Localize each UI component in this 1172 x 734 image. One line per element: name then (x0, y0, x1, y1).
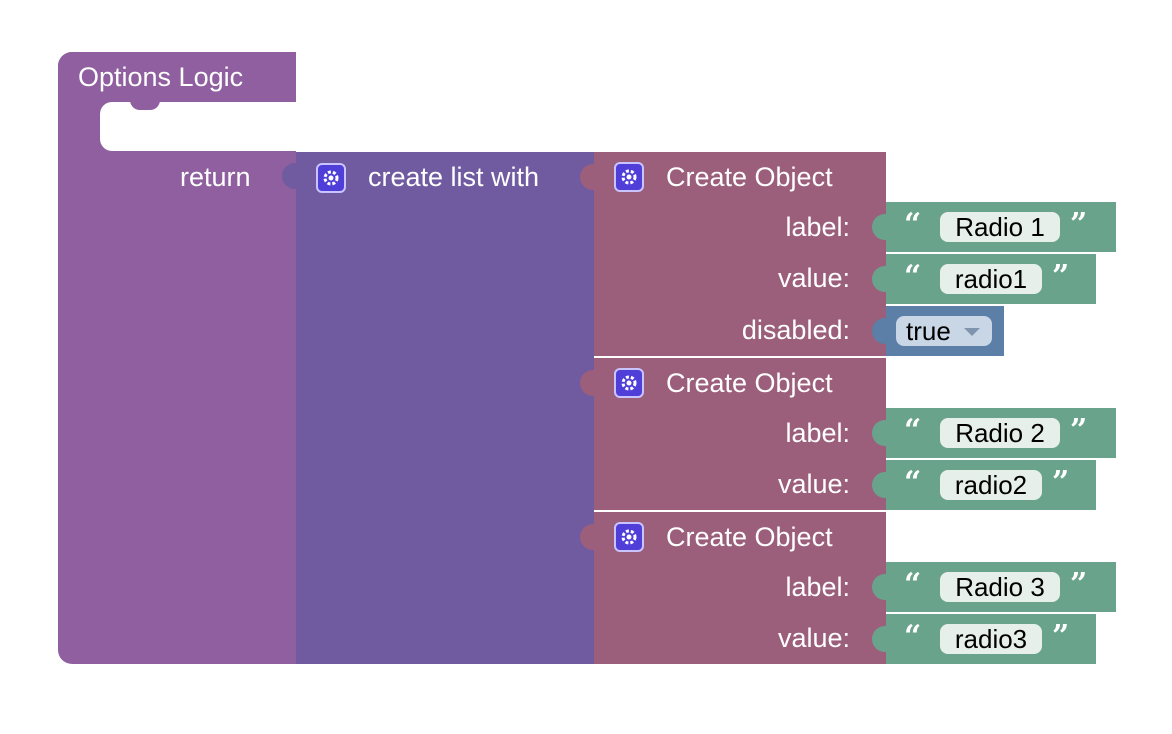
close-quote-icon: ” (1052, 619, 1070, 654)
statement-slot (100, 102, 300, 151)
text-value-field[interactable]: Radio 3 (940, 572, 1060, 602)
create-object-title: Create Object (666, 368, 833, 398)
open-quote-icon: “ (904, 207, 922, 242)
text-output-notch (872, 626, 886, 652)
text-block[interactable]: “ Radio 3 ” (886, 562, 1116, 612)
text-value-field[interactable]: Radio 1 (940, 212, 1060, 242)
text-block[interactable]: “ radio2 ” (886, 460, 1096, 510)
close-quote-icon: ” (1052, 259, 1070, 294)
gear-icon[interactable] (614, 522, 644, 552)
text-block[interactable]: “ radio3 ” (886, 614, 1096, 664)
close-quote-icon: ” (1070, 413, 1088, 448)
text-output-notch (872, 214, 886, 240)
text-block[interactable]: “ Radio 2 ” (886, 408, 1116, 458)
field-label: label: (785, 418, 850, 448)
close-quote-icon: ” (1070, 567, 1088, 602)
text-output-notch (872, 266, 886, 292)
field-label: label: (785, 212, 850, 242)
field-label: value: (777, 469, 850, 499)
close-quote-icon: ” (1070, 207, 1088, 242)
create-object-title: Create Object (666, 162, 833, 192)
text-output-notch (872, 472, 886, 498)
gear-icon[interactable] (614, 368, 644, 398)
create-object-block[interactable]: Create Object label: value: disabled: (594, 152, 886, 356)
open-quote-icon: “ (904, 259, 922, 294)
create-object-block[interactable]: Create Object label: value: (594, 512, 886, 664)
field-label: label: (785, 572, 850, 602)
text-block[interactable]: “ Radio 1 ” (886, 202, 1116, 252)
gear-icon[interactable] (316, 163, 346, 193)
text-value-field[interactable]: radio1 (940, 264, 1042, 294)
text-value-field[interactable]: radio3 (940, 624, 1042, 654)
create-list-block[interactable]: create list with (296, 152, 594, 664)
text-block[interactable]: “ radio1 ” (886, 254, 1096, 304)
open-quote-icon: “ (904, 619, 922, 654)
text-value-field[interactable]: radio2 (940, 470, 1042, 500)
procedure-title: Options Logic (78, 62, 244, 92)
boolean-output-notch (872, 318, 886, 344)
boolean-dropdown[interactable]: true (896, 316, 992, 346)
open-quote-icon: “ (904, 413, 922, 448)
dropdown-arrow-icon (964, 328, 980, 336)
field-label: value: (777, 623, 850, 653)
text-value-field[interactable]: Radio 2 (940, 418, 1060, 448)
statement-slot-notch (130, 100, 160, 110)
create-object-title: Create Object (666, 522, 833, 552)
create-object-block[interactable]: Create Object label: value: (594, 358, 886, 510)
object-output-notch (580, 370, 594, 396)
boolean-value: true (906, 316, 951, 346)
boolean-block[interactable]: true (886, 306, 1004, 356)
object-output-notch (580, 524, 594, 550)
procedure-block[interactable] (58, 52, 296, 664)
field-label: value: (777, 263, 850, 293)
open-quote-icon: “ (904, 567, 922, 602)
return-label: return (180, 162, 251, 192)
return-input-notch (282, 163, 296, 189)
create-list-label: create list with (368, 162, 540, 192)
text-output-notch (872, 420, 886, 446)
field-label: disabled: (741, 315, 850, 345)
open-quote-icon: “ (904, 465, 922, 500)
text-output-notch (872, 574, 886, 600)
close-quote-icon: ” (1052, 465, 1070, 500)
procedure-header[interactable]: Options Logic (58, 52, 296, 102)
object-output-notch (580, 164, 594, 190)
gear-icon[interactable] (614, 162, 644, 192)
